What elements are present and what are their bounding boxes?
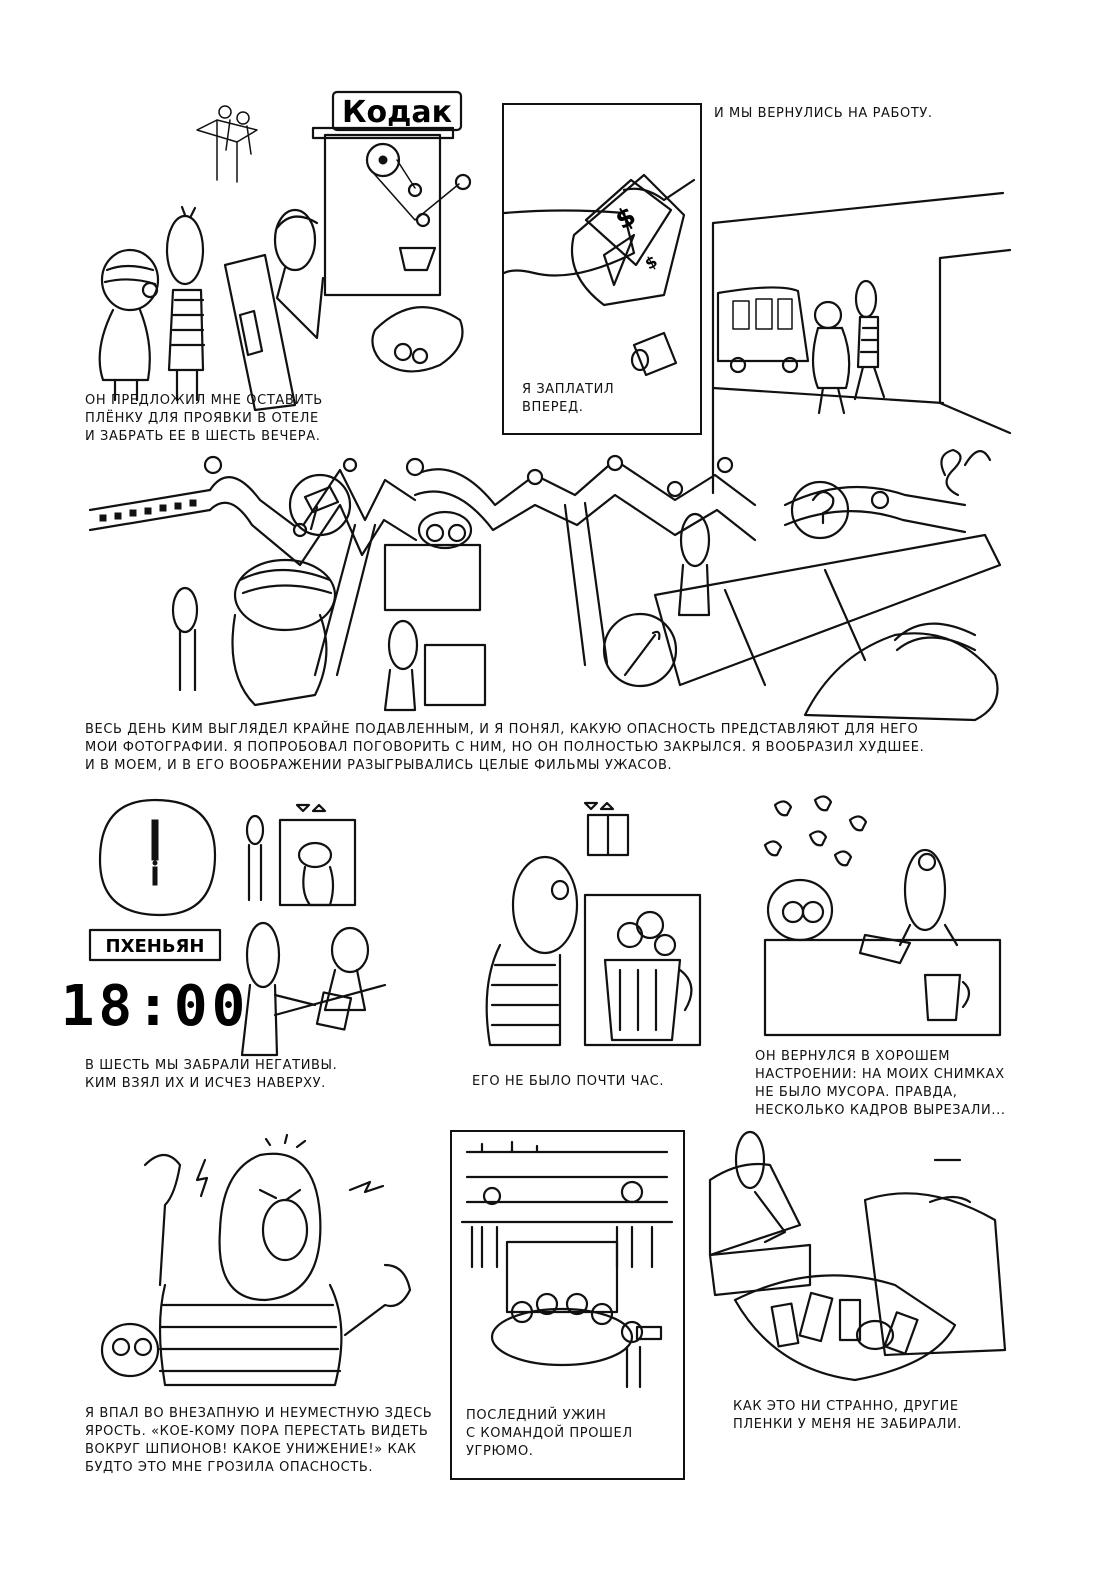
caption-horror: Весь день Ким выглядел крайне подавленны… xyxy=(85,721,924,775)
panel-kodak-desk: Кодак xyxy=(85,90,485,444)
caption-line: ярость. «Кое-кому пора перестать видеть xyxy=(85,1424,429,1439)
caption-rage: Я впал во внезапную и неуместную здесь я… xyxy=(85,1405,432,1477)
panel-suitcase: Как это ни странно, другие пленки у меня… xyxy=(695,1130,1015,1460)
caption-line: настроении: на моих снимках xyxy=(755,1067,1005,1082)
kodak-sign: Кодак xyxy=(331,90,463,132)
kodak-desk-illustration: Кодак xyxy=(98,90,472,412)
caption-line: угрюмо. xyxy=(466,1444,534,1459)
payment-illustration: $ $ xyxy=(502,173,696,377)
caption-paid: Я заплатил вперед. xyxy=(522,381,614,417)
caption-line: не было мусора. Правда, xyxy=(755,1085,958,1100)
digital-clock: 18:00 xyxy=(61,974,250,1039)
angry-shout-illustration xyxy=(100,1133,412,1387)
film-strip-illustration xyxy=(88,448,1002,722)
caption-gone-hour: Его не было почти час. xyxy=(472,1073,664,1091)
panel-payment: $ $ Я заплатил вперед. xyxy=(502,103,702,435)
suitcase-illustration xyxy=(708,1130,1007,1382)
caption-line: Он предложил мне оставить xyxy=(85,393,323,408)
trash-bin-illustration xyxy=(485,801,702,1047)
svg-text:Кодак: Кодак xyxy=(342,95,452,130)
svg-text:ПХЕНЬЯН: ПХЕНЬЯН xyxy=(106,936,205,957)
panel-horror-films: Весь день Ким выглядел крайне подавленны… xyxy=(85,445,1010,773)
caption-line: Ким взял их и исчез наверху. xyxy=(85,1076,326,1091)
caption-line: пленки у меня не забирали. xyxy=(733,1417,963,1432)
caption-line: Как это ни странно, другие xyxy=(733,1399,959,1414)
caption-leave-film: Он предложил мне оставить плёнку для про… xyxy=(85,392,323,446)
caption-line: и забрать ее в шесть вечера. xyxy=(85,429,321,444)
caption-line: вперед. xyxy=(522,400,584,415)
panel-back-to-work: И мы вернулись на работу. xyxy=(708,103,1013,495)
caption-line: несколько кадров вырезали... xyxy=(755,1103,1006,1118)
pyongyang-sign: ПХЕНЬЯН xyxy=(88,928,222,962)
caption-line: Весь день Ким выглядел крайне подавленны… xyxy=(85,722,919,737)
caption-back-to-work: И мы вернулись на работу. xyxy=(714,105,933,123)
birds-celebration-illustration xyxy=(763,795,1002,1037)
caption-line: будто это мне грозила опасность. xyxy=(85,1460,374,1475)
caption-line: с командой прошел xyxy=(466,1426,633,1441)
panel-waiting: Его не было почти час. xyxy=(470,795,720,1105)
restaurant-illustration xyxy=(460,1140,674,1389)
caption-line: Я заплатил xyxy=(522,382,615,397)
street-illustration xyxy=(711,191,1012,495)
caption-good-mood: Он вернулся в хорошем настроении: на мои… xyxy=(755,1048,1006,1120)
panel-last-dinner: Последний ужин с командой прошел угрюмо. xyxy=(450,1130,685,1480)
svg-text:18:00: 18:00 xyxy=(61,974,250,1039)
caption-line: И в моем, и в его воображении разыгрывал… xyxy=(85,758,673,773)
caption-line: плёнку для проявки в отеле xyxy=(85,411,319,426)
pyongyang-clock-illustration: ПХЕНЬЯН 18:00 xyxy=(61,798,387,1057)
caption-line: мои фотографии. Я попробовал поговорить … xyxy=(85,740,925,755)
caption-line: Его не было почти час. xyxy=(472,1074,665,1089)
caption-last-dinner: Последний ужин с командой прошел угрюмо. xyxy=(466,1407,633,1461)
caption-line: И мы вернулись на работу. xyxy=(714,106,933,121)
panel-rage: Я впал во внезапную и неуместную здесь я… xyxy=(85,1133,445,1495)
caption-other-films: Как это ни странно, другие пленки у меня… xyxy=(733,1398,962,1434)
caption-line: Я впал во внезапную и неуместную здесь xyxy=(85,1406,433,1421)
caption-line: В шесть мы забрали негативы. xyxy=(85,1058,338,1073)
caption-negatives: В шесть мы забрали негативы. Ким взял их… xyxy=(85,1057,337,1093)
panel-good-mood: Он вернулся в хорошем настроении: на мои… xyxy=(755,790,1015,1130)
svg-text:$: $ xyxy=(642,251,661,273)
caption-line: вокруг шпионов! Какое унижение!» Как xyxy=(85,1442,417,1457)
svg-text:$: $ xyxy=(611,201,642,236)
panel-six-oclock: ПХЕНЬЯН 18:00 В шесть мы забрали негатив… xyxy=(61,795,405,1105)
caption-line: Он вернулся в хорошем xyxy=(755,1049,951,1064)
caption-line: Последний ужин xyxy=(466,1408,607,1423)
